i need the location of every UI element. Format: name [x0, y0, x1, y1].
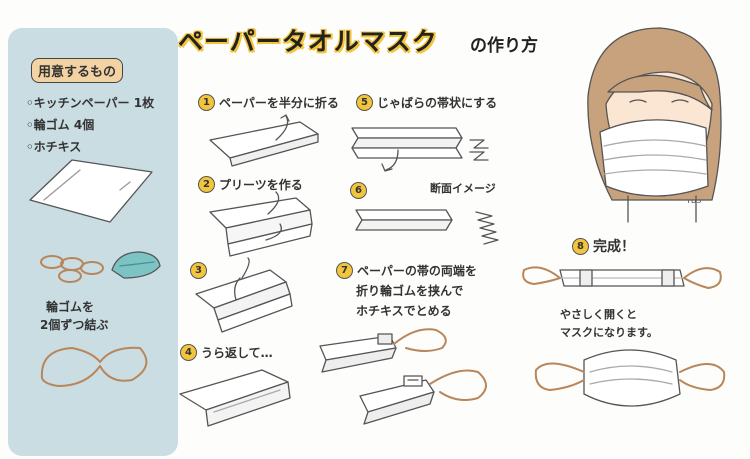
step-7-number: 7 [336, 262, 353, 279]
step-1-number: 1 [198, 94, 215, 111]
step-5-label: 5 じゃばらの帯状にする [356, 94, 497, 111]
step-2-number: 2 [198, 176, 215, 193]
step-6-band [355, 209, 499, 245]
finish-note-line2: マスクになります。 [560, 326, 658, 339]
step-7-text-line3: ホチキスでとめる [356, 304, 452, 318]
materials-note-line2: 2個ずつ結ぶ [40, 318, 109, 332]
materials-heading: 用意するもの [31, 58, 124, 83]
step-7-text-line2: 折り輪ゴムを挟んで [356, 284, 464, 298]
materials-panel [8, 28, 178, 456]
step-6-number: 6 [350, 182, 367, 199]
step-5-text: じゃばらの帯状にする [377, 96, 498, 110]
step-3-number: 3 [190, 262, 207, 279]
step-4-number: 4 [180, 344, 197, 361]
finished-mask-illustration [534, 349, 726, 407]
page-subtitle: の作り方 [470, 36, 538, 56]
stapler-icon [111, 251, 161, 279]
step-1-folded-paper [209, 114, 319, 167]
cross-section-label: 断面イメージ [430, 182, 496, 195]
tied-rubber-bands-illustration [40, 346, 148, 387]
step-5-number: 5 [356, 94, 373, 111]
finish-note-line1: やさしく開くと [560, 308, 637, 321]
step-4-flipped-paper [179, 369, 291, 427]
step-8-text: 完成！ [593, 239, 635, 255]
step-8-finished-band [522, 266, 722, 289]
step-2-pleated-paper [209, 191, 313, 257]
person-wearing-mask-illustration [587, 27, 722, 223]
step-7-text-line1: ペーパーの帯の両端を [357, 264, 477, 278]
rubber-bands-illustration [40, 255, 104, 283]
step-5-accordion-band [351, 127, 489, 172]
step-1-label: 1 ペーパーを半分に折る [198, 94, 339, 111]
step-1-text: ペーパーを半分に折る [219, 96, 339, 110]
step-8-number: 8 [572, 237, 589, 255]
material-item-paper: ◦キッチンペーパー 1枚 [26, 96, 155, 110]
material-item-rubber-bands: ◦輪ゴム 4個 [26, 118, 95, 132]
step-4-label: 4 うら返して… [180, 344, 273, 361]
step-3-pleated-paper [195, 257, 293, 333]
step-7-attach-rubber-band [319, 328, 487, 425]
step-2-label: 2 プリーツを作る [198, 176, 303, 193]
material-item-stapler: ◦ホチキス [26, 140, 82, 154]
step-3-label: 3 [190, 262, 211, 279]
step-2-text: プリーツを作る [219, 178, 303, 192]
materials-note-line1: 輪ゴムを [46, 300, 95, 314]
step-6-label: 6 [350, 182, 371, 199]
kitchen-paper-illustration [29, 159, 153, 223]
step-7-label: 7 ペーパーの帯の両端を [336, 262, 477, 279]
step-4-text: うら返して… [201, 346, 273, 360]
page-title: ペーパータオルマスク [178, 27, 438, 56]
